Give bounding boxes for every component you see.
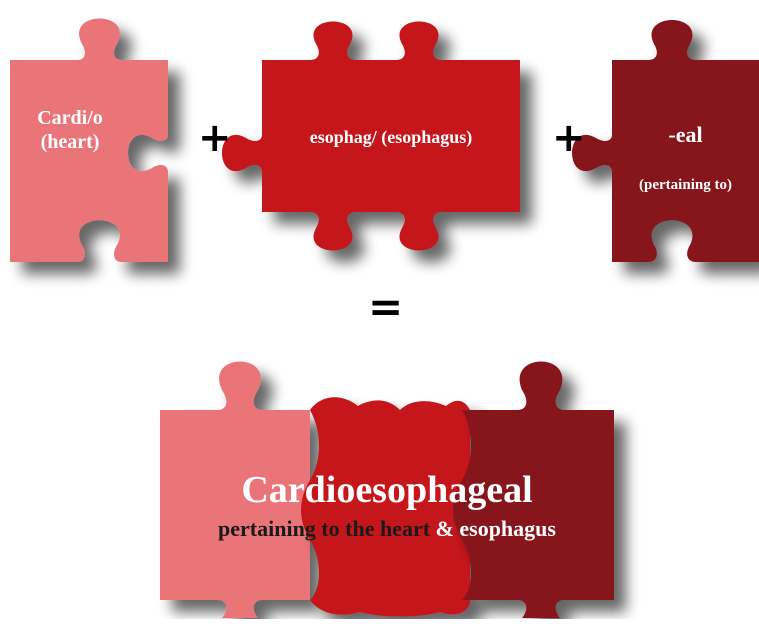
equals-operator: = (368, 286, 403, 328)
root-label: Cardi/o (heart) (10, 106, 130, 154)
result-definition: pertaining to the heart & esophagus (140, 516, 634, 542)
plus-operator-1: + (198, 118, 232, 158)
result-term: Cardioesophageal (160, 468, 614, 512)
plus-operator-2: + (552, 118, 586, 158)
root-term: Cardi/o (10, 106, 130, 130)
suffix-meaning: (pertaining to) (612, 176, 759, 194)
root-meaning: (heart) (10, 130, 130, 154)
combining-label: esophag/ (esophagus) (262, 126, 520, 148)
result-definition-part2: & esophagus (436, 516, 556, 541)
result-definition-part1: pertaining to the heart (218, 516, 430, 541)
suffix-term: -eal (612, 122, 759, 148)
